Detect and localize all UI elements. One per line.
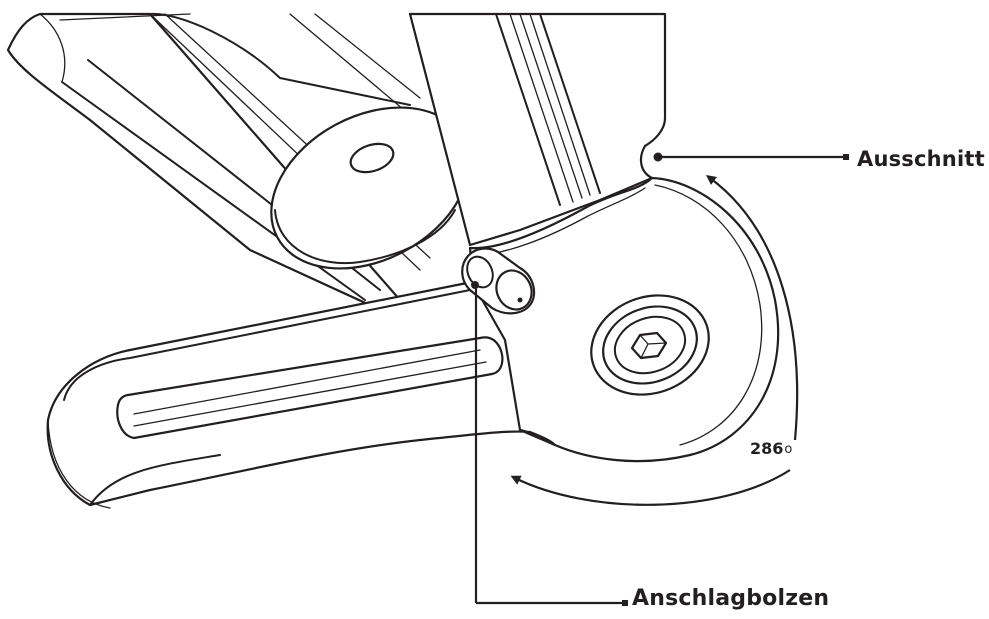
leader-lines — [474, 152, 849, 606]
rotation-angle-value: 286 — [750, 439, 784, 458]
rotation-arrow-upper — [705, 175, 799, 441]
rotation-angle-label: 286o — [750, 439, 792, 458]
rotation-arrows — [510, 175, 799, 506]
pivot-screw — [590, 294, 710, 396]
cutout-label: Ausschnitt — [857, 147, 985, 171]
degree-symbol: o — [784, 442, 793, 457]
rotation-arrow-lower — [510, 469, 791, 506]
stop-bolt — [461, 247, 536, 315]
upright-plate — [408, 12, 667, 247]
cutout-leader-end — [843, 154, 849, 160]
lower-arm — [46, 280, 557, 509]
background-disc — [270, 106, 470, 270]
stop-bolt-label: Anschlagbolzen — [632, 586, 830, 611]
bolt-leader-end — [622, 600, 628, 606]
